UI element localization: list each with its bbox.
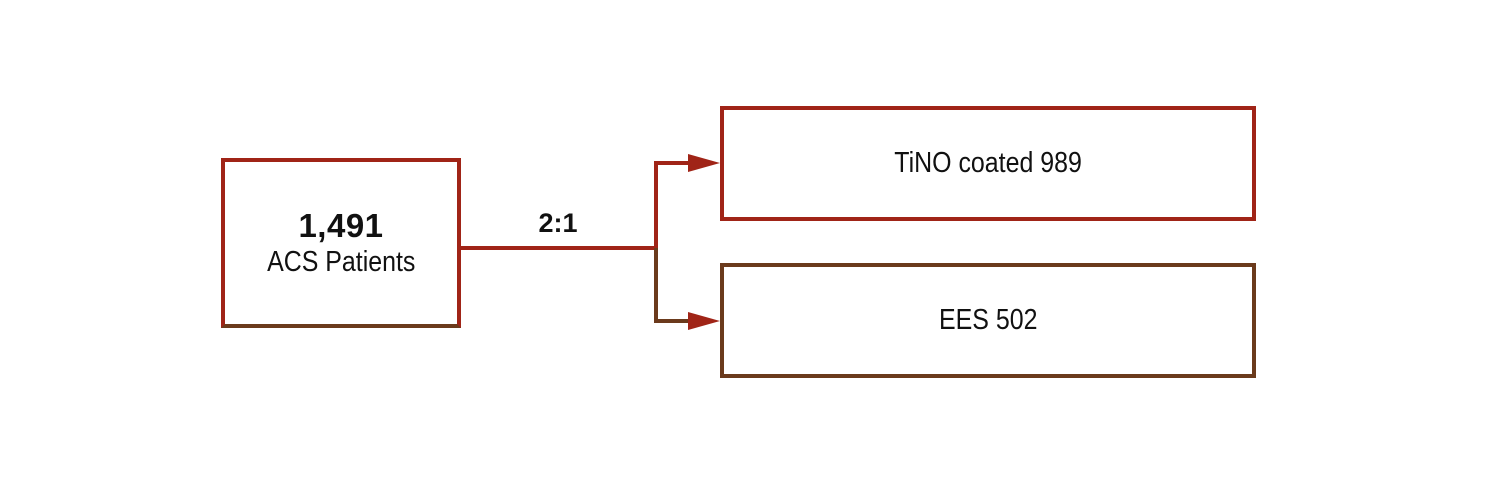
arm-label-tino: TiNO coated 989: [894, 147, 1082, 179]
arm-label-ees: EES 502: [938, 304, 1038, 336]
randomization-ratio: 2:1: [538, 208, 578, 238]
patient-count: 1,491: [298, 206, 384, 244]
branch-line-upper: [654, 161, 692, 248]
patient-label: ACS Patients: [266, 245, 416, 278]
source-box: 1,491 ACS Patients: [221, 158, 461, 328]
branch-line-lower: [654, 248, 692, 323]
arm-box-ees: EES 502: [720, 263, 1256, 378]
arrowhead-upper-icon: [688, 154, 720, 172]
arrowhead-lower-icon: [688, 312, 720, 330]
arm-box-tino: TiNO coated 989: [720, 106, 1256, 221]
